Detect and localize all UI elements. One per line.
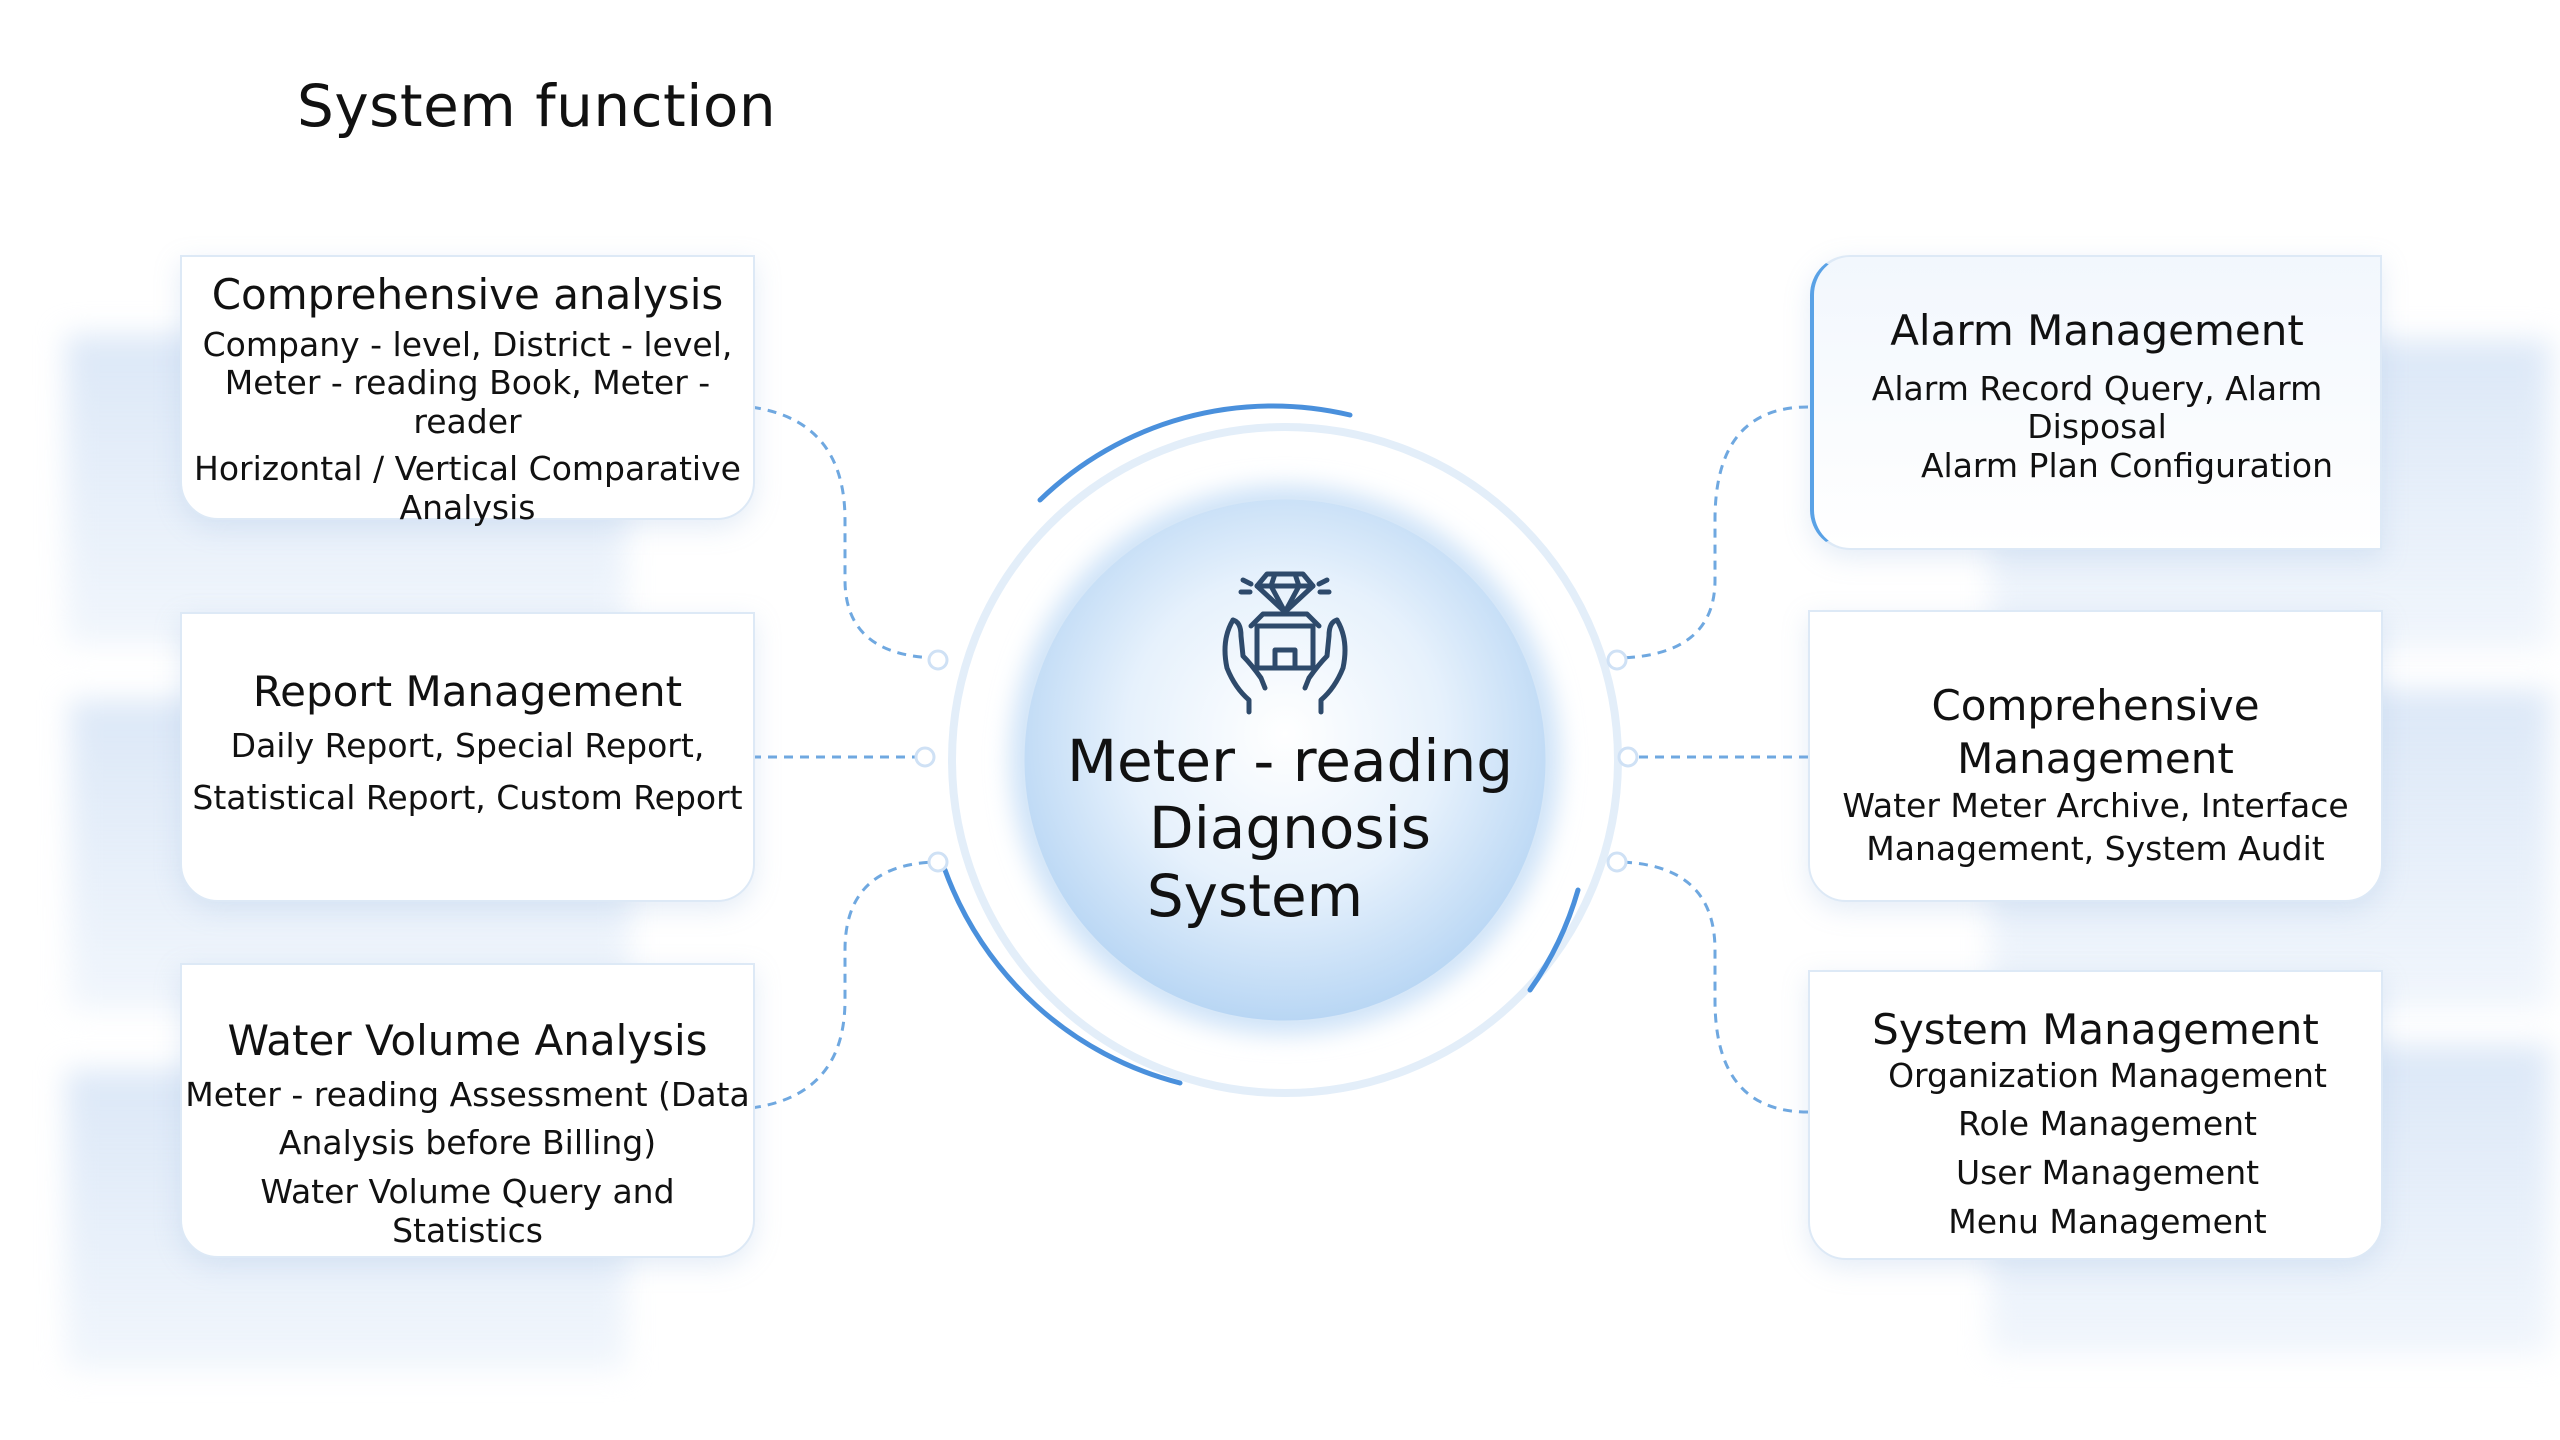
card-line: Water Meter Archive, Interface	[1842, 786, 2349, 825]
card-system-management: System Management Organization Managemen…	[1808, 970, 2383, 1260]
connector-right-3	[1619, 860, 1809, 1114]
hands-holding-diamond-box-icon	[1222, 571, 1348, 715]
card-title: Water Volume Analysis	[227, 1016, 708, 1065]
card-line: Meter - reading Assessment (Data	[185, 1074, 750, 1114]
connector-dot-left-2	[914, 746, 936, 768]
connector-dot-right-2	[1617, 746, 1639, 768]
card-line: Menu Management	[1948, 1202, 2267, 1242]
card-alarm-management: Alarm Management Alarm Record Query, Ala…	[1810, 255, 2382, 550]
connector-dot-right-1	[1606, 649, 1628, 671]
connector-right-1	[1619, 405, 1809, 660]
center-title: Meter - reading Diagnosis System	[1060, 727, 1520, 930]
card-water-volume-analysis: Water Volume Analysis Meter - reading As…	[180, 963, 755, 1258]
card-line: Water Volume Query and Statistics	[260, 1172, 675, 1251]
card-line: User Management	[1955, 1153, 2260, 1193]
card-line: Statistical Report, Custom Report	[192, 778, 743, 818]
card-line: Management, System Audit	[1866, 828, 2325, 868]
accent-arc-top	[1037, 403, 1353, 503]
card-comprehensive-analysis: Comprehensive analysis Company - level, …	[180, 255, 755, 527]
card-line: Company - level, District - level,	[202, 324, 733, 364]
card-line: Alarm Record Query, Alarm Disposal	[1871, 368, 2323, 447]
card-title: Alarm Management	[1890, 306, 2304, 355]
center-title-line-2: Diagnosis	[1149, 794, 1431, 863]
card-line: Analysis	[399, 488, 536, 528]
card-title: Comprehensive analysis	[211, 270, 724, 319]
slide-title: System function	[297, 72, 777, 140]
card-line: Daily Report, Special Report,	[230, 725, 705, 765]
card-comprehensive-management: Comprehensive Management Water Meter Arc…	[1808, 610, 2383, 902]
center-title-line-1: Meter - reading	[1066, 727, 1514, 795]
center-title-line-3: System	[1146, 861, 1364, 930]
connector-dot-left-1	[927, 649, 949, 671]
card-line: reader	[413, 402, 522, 442]
card-title: System Management	[1872, 1005, 2319, 1054]
card-title: Report Management	[252, 667, 683, 716]
card-line: Meter - reading Book, Meter -	[224, 363, 711, 403]
card-line: Alarm Plan Configuration	[1920, 446, 2334, 486]
card-line: Role Management	[1958, 1104, 2257, 1144]
card-line: Horizontal / Vertical Comparative	[194, 449, 741, 489]
card-line: Analysis before Billing)	[278, 1123, 657, 1163]
connector-dot-right-3	[1606, 851, 1628, 873]
accent-arc-bottom-right	[1527, 887, 1581, 993]
card-report-management: Report Management Daily Report, Special …	[180, 612, 755, 902]
connector-dot-left-3	[927, 851, 949, 873]
card-line: Organization Management	[1888, 1055, 2327, 1095]
card-title: Comprehensive Management	[1931, 681, 2260, 783]
